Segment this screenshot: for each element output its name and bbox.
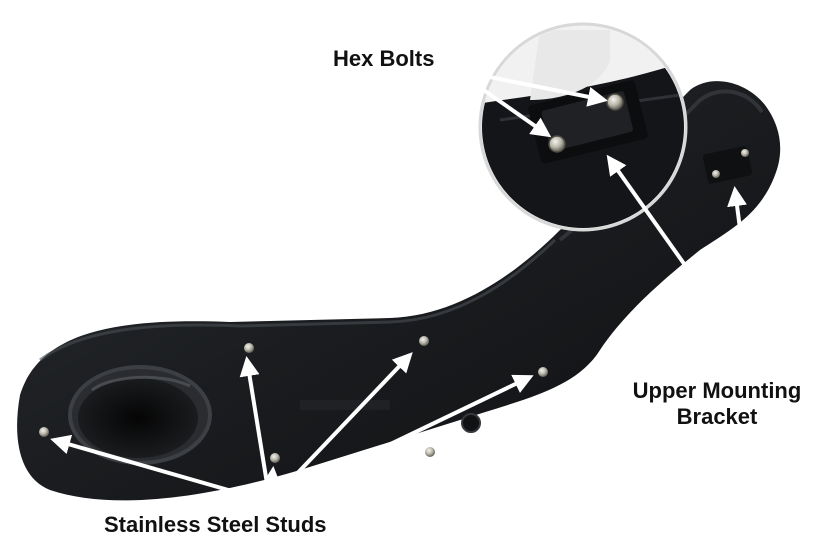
stud-3 — [419, 336, 429, 346]
arrow-bracket-inset — [606, 154, 760, 370]
arrow-stud-4 — [269, 374, 534, 504]
stud-6 — [425, 447, 435, 457]
label-upper-line2: Bracket — [676, 404, 758, 430]
arrow-stud-6 — [269, 453, 421, 504]
drain-plug — [461, 413, 481, 433]
bracket-bolt-left — [712, 170, 720, 178]
arrow-stud-5 — [261, 466, 282, 503]
label-upper-mounting-bracket: Upper Mounting Bracket — [618, 378, 816, 431]
intake-lip — [91, 375, 191, 392]
stud-5 — [270, 453, 280, 463]
bracket-bolt-right — [741, 149, 749, 157]
arrow-stud-1 — [50, 434, 271, 504]
label-upper-line1: Upper Mounting — [632, 378, 802, 403]
molded-marking — [300, 400, 390, 410]
arrow-hex-right — [454, 68, 608, 107]
stud-4 — [538, 367, 548, 377]
arrow-hex-left — [453, 68, 552, 138]
snorkel-body — [17, 81, 781, 501]
stud-2 — [244, 343, 254, 353]
label-stainless-steel-studs: Stainless Steel Studs — [104, 512, 327, 537]
arrow-stud-3 — [268, 352, 413, 504]
stud-1 — [39, 427, 49, 437]
label-hex-bolts: Hex Bolts — [333, 46, 435, 71]
arrow-bracket-body — [727, 186, 760, 369]
intake-opening — [78, 378, 198, 458]
body-highlight — [39, 238, 557, 362]
hex-bolt-right — [606, 93, 624, 111]
callout-arrows — [50, 68, 760, 504]
hex-bolt-left — [548, 135, 566, 153]
magnifier-inset — [478, 22, 688, 232]
